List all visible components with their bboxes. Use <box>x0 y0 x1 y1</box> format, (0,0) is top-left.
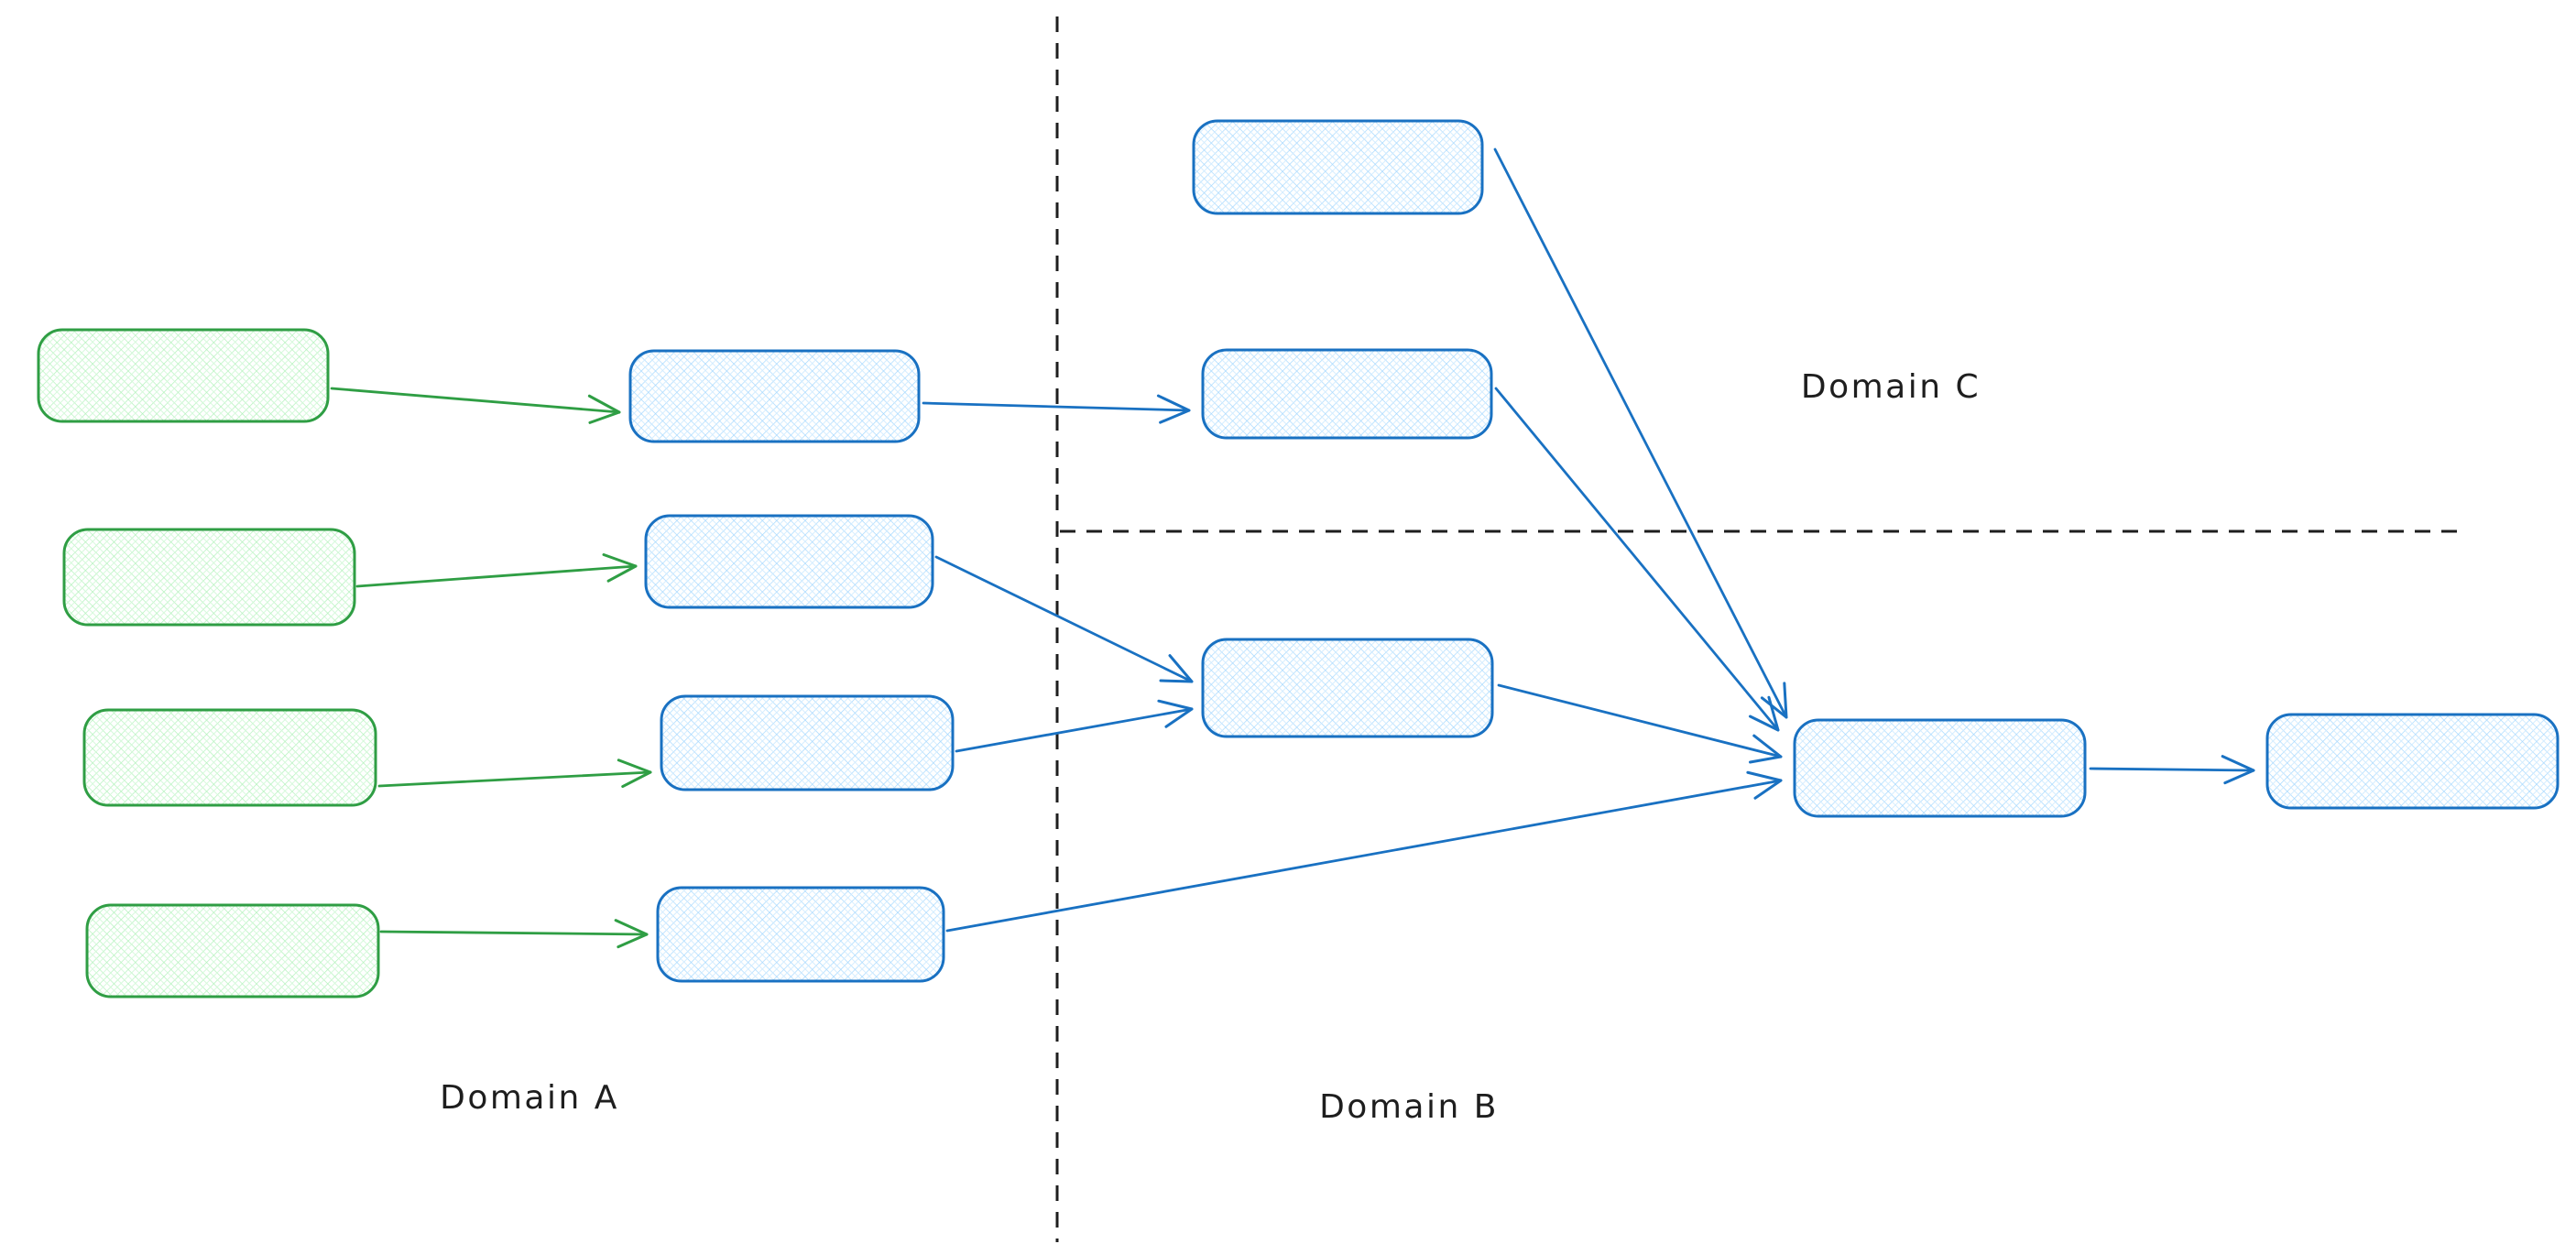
arrow-source1-to-a1 <box>330 387 621 424</box>
domain-a-blue-box-4 <box>656 886 945 983</box>
arrow-bleft-to-aggregator <box>1497 683 1783 764</box>
domain-a-blue-box-3 <box>660 694 955 791</box>
domain-c-box-top <box>1192 119 1484 215</box>
green-source-box-1 <box>37 328 330 423</box>
arrow-source4-to-a4 <box>379 919 649 949</box>
arrow-source2-to-a2 <box>355 552 638 588</box>
arrow-source3-to-a3 <box>377 758 652 789</box>
arrow-a3-to-b-left <box>955 699 1194 753</box>
green-source-box-2 <box>62 528 356 627</box>
domain-b-box-left <box>1201 638 1494 738</box>
domain-a-label: Domain A <box>440 1079 619 1117</box>
domain-b-aggregator-box <box>1793 718 2087 818</box>
arrow-a1-to-c-bottom <box>922 394 1191 424</box>
arrow-a4-to-aggregator <box>945 770 1783 933</box>
green-source-box-4 <box>85 903 380 999</box>
arrow-a2-to-b-left <box>934 555 1194 683</box>
arrow-cbottom-to-aggregator <box>1494 387 1780 732</box>
domain-a-blue-box-2 <box>644 514 934 609</box>
domain-a-blue-box-1 <box>628 349 921 443</box>
domain-c-box-bottom <box>1201 348 1493 440</box>
green-source-box-3 <box>82 708 377 807</box>
domain-c-label: Domain C <box>1801 368 1981 406</box>
domain-b-label: Domain B <box>1319 1088 1499 1126</box>
domain-b-output-box <box>2265 713 2560 810</box>
arrow-aggregator-to-output <box>2089 755 2255 785</box>
arrow-ctop-to-aggregator <box>1493 147 1788 719</box>
